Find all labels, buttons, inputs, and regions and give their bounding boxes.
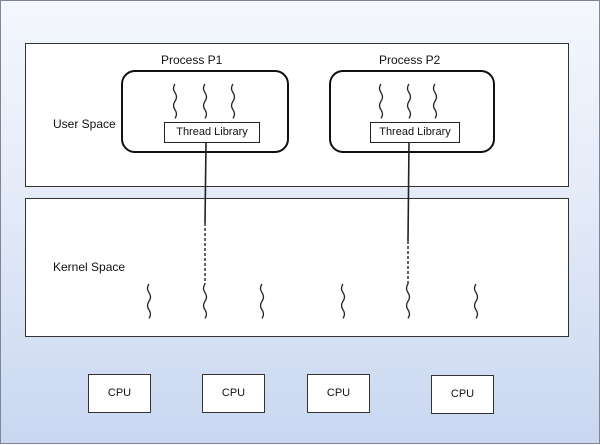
user-space-label: User Space — [53, 117, 116, 131]
kernel-thread-icon — [202, 283, 208, 319]
p2-thread-icon — [406, 83, 412, 119]
p1-thread-icon — [172, 83, 178, 119]
p2-connector-line — [407, 142, 410, 242]
p1-connector-line — [204, 142, 207, 224]
process-p1-title: Process P1 — [161, 53, 223, 67]
cpu-box: CPU — [88, 374, 151, 413]
kernel-space-region — [25, 198, 569, 337]
p1-thread-icon — [202, 83, 208, 119]
process-p2-title: Process P2 — [379, 53, 441, 67]
p2-thread-library: Thread Library — [370, 122, 460, 143]
p1-thread-library: Thread Library — [164, 122, 260, 143]
cpu-box: CPU — [307, 374, 370, 413]
kernel-space-label: Kernel Space — [53, 260, 126, 274]
kernel-thread-icon — [340, 283, 346, 319]
kernel-thread-icon — [405, 283, 411, 319]
cpu-box: CPU — [202, 374, 265, 413]
p2-thread-icon — [432, 83, 438, 119]
kernel-thread-icon — [473, 283, 479, 319]
p2-thread-icon — [378, 83, 384, 119]
kernel-thread-icon — [259, 283, 265, 319]
cpu-box: CPU — [431, 375, 494, 414]
kernel-thread-icon — [146, 283, 152, 319]
p1-thread-icon — [230, 83, 236, 119]
